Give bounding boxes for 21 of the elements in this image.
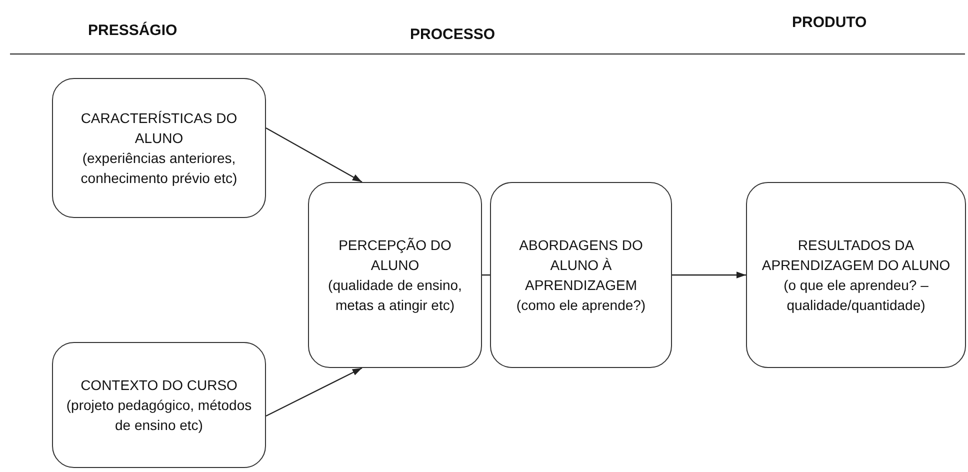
column-heading: PROCESSO xyxy=(410,26,496,43)
box-heading: PERCEPÇÃO DO ALUNO xyxy=(338,236,452,275)
rounded-box xyxy=(490,182,672,368)
box-heading: ABORDAGENS DO ALUNO À APRENDIZAGEM xyxy=(518,236,644,295)
box-heading: CONTEXTO DO CURSO xyxy=(80,376,238,395)
arrow xyxy=(266,127,362,183)
column-heading: PRODUTO xyxy=(792,14,867,31)
box-description: (qualidade de ensino, metas a atingir etc) xyxy=(327,276,463,315)
box-heading: RESULTADOS DA APRENDIZAGEM DO ALUNO xyxy=(760,236,952,275)
rounded-box xyxy=(746,182,966,368)
rounded-box xyxy=(52,342,266,468)
box-description: (o que ele aprendeu? – qualidade/quantidade) xyxy=(782,276,930,315)
box-heading: CARACTERÍSTICAS DO ALUNO xyxy=(80,109,238,148)
arrow xyxy=(266,367,362,417)
box-description: (como ele aprende?) xyxy=(516,296,646,315)
rounded-box xyxy=(52,78,266,218)
arrow xyxy=(672,272,746,278)
rounded-box xyxy=(308,182,482,368)
box-description: (projeto pedagógico, métodos de ensino etc) xyxy=(65,396,253,435)
box-description: (experiências anteriores, conhecimento prévio etc) xyxy=(80,149,238,188)
column-heading: PRESSÁGIO xyxy=(88,22,178,39)
